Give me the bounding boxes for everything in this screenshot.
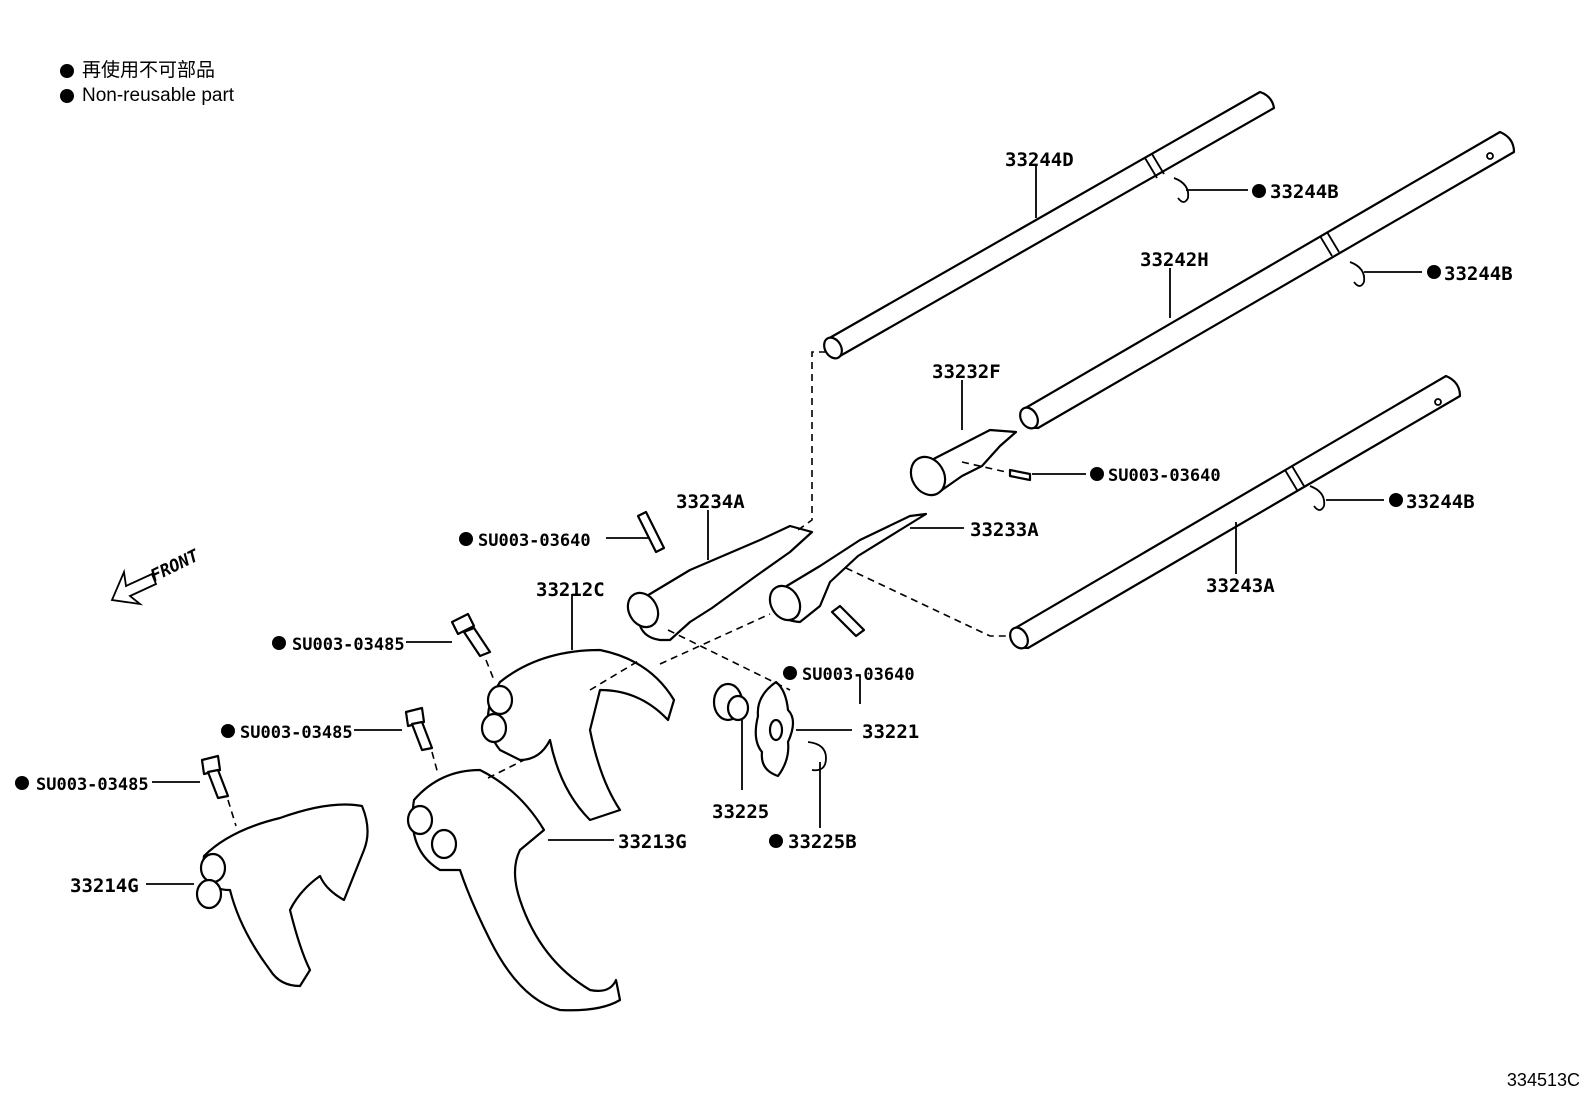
part-label-33212c: 33212C: [536, 579, 605, 601]
e-clip-33244b-3: [1309, 485, 1326, 511]
part-label-33244d: 33244D: [1005, 149, 1074, 171]
e-clip-33244b-1: [1173, 177, 1190, 203]
reference-number: 334513C: [1506, 1070, 1580, 1090]
non-reusable-dot-icon: [459, 532, 473, 546]
non-reusable-dot-icon: [272, 636, 286, 650]
non-reusable-dot-icon: [783, 666, 797, 680]
part-label-su003-03485-3: SU003-03485: [36, 775, 149, 795]
bolt-su003-03485-3: [200, 754, 230, 800]
part-label-33243a: 33243A: [1206, 575, 1275, 597]
shaft-33242h: [1019, 130, 1516, 430]
part-label-33225b: 33225B: [788, 831, 857, 853]
bolt-su003-03485-1: [450, 612, 492, 658]
shift-fork-33214g: [195, 803, 369, 988]
shift-head-33233a: [768, 512, 928, 624]
legend-row-jp: 再使用不可部品: [60, 58, 234, 83]
legend-text-jp: 再使用不可部品: [82, 60, 216, 81]
collar-33225: [712, 682, 750, 722]
non-reusable-dot-icon: [1252, 184, 1266, 198]
dashed-line-10: [961, 461, 1007, 473]
part-label-33214g: 33214G: [70, 875, 139, 897]
dashed-line-9: [227, 799, 237, 827]
non-reusable-dot-icon: [1427, 265, 1441, 279]
shaft-33243a: [1009, 374, 1462, 650]
bolt-su003-03485-2: [404, 706, 434, 752]
non-reusable-dot-icon: [15, 776, 29, 790]
dashed-line-2: [845, 567, 1008, 637]
non-reusable-dot-icon: [1389, 493, 1403, 507]
legend-text-en: Non-reusable part: [82, 85, 235, 106]
part-label-33233a: 33233A: [970, 519, 1039, 541]
non-reusable-dot-icon: [1090, 467, 1104, 481]
part-label-su003-03485-1: SU003-03485: [292, 635, 405, 655]
pin-su003-03640-2: [636, 510, 666, 554]
dashed-line-5: [589, 659, 641, 691]
non-reusable-dot-icon: [60, 88, 74, 103]
part-label-33213g: 33213G: [618, 831, 687, 853]
shaft-33244d: [823, 90, 1276, 360]
shift-head-33234a: [626, 524, 814, 642]
shift-fork-33213g: [406, 768, 622, 1012]
legend-row-en: Non-reusable part: [60, 83, 234, 108]
part-label-33244b-1: 33244B: [1270, 181, 1339, 203]
part-label-33244b-3: 33244B: [1406, 491, 1475, 513]
shift-head-33232f: [909, 428, 1018, 497]
front-arrow-icon: FRONT: [110, 546, 203, 606]
part-label-33234a: 33234A: [676, 491, 745, 513]
dashed-line-6: [487, 759, 525, 779]
plate-33221: [754, 680, 795, 778]
part-label-33232f: 33232F: [932, 361, 1001, 383]
non-reusable-dot-icon: [769, 834, 783, 848]
pin-su003-03640-3: [830, 604, 866, 638]
non-reusable-dot-icon: [60, 63, 74, 78]
part-label-33221: 33221: [862, 721, 919, 743]
front-label: FRONT: [147, 546, 202, 587]
part-label-su003-03640-1: SU003-03640: [1108, 466, 1221, 486]
part-label-su003-03640-2: SU003-03640: [478, 531, 591, 551]
dashed-line-8: [431, 751, 439, 775]
non-reusable-dot-icon: [221, 724, 235, 738]
dashed-line-1: [797, 351, 826, 531]
dashed-line-7: [485, 659, 495, 681]
legend: 再使用不可部品 Non-reusable part: [60, 58, 234, 108]
dashed-line-3: [667, 629, 791, 691]
pin-su003-03640-1: [1008, 468, 1032, 482]
shift-fork-33212c: [480, 648, 676, 822]
e-clip-33244b-2: [1349, 261, 1366, 287]
part-label-33242h: 33242H: [1140, 249, 1209, 271]
part-label-su003-03640-3: SU003-03640: [802, 665, 915, 685]
part-label-33225: 33225: [712, 801, 769, 823]
part-label-33244b-2: 33244B: [1444, 263, 1513, 285]
snap-ring-33225b: [807, 741, 827, 772]
dashed-line-4: [659, 613, 771, 665]
part-label-su003-03485-2: SU003-03485: [240, 723, 353, 743]
